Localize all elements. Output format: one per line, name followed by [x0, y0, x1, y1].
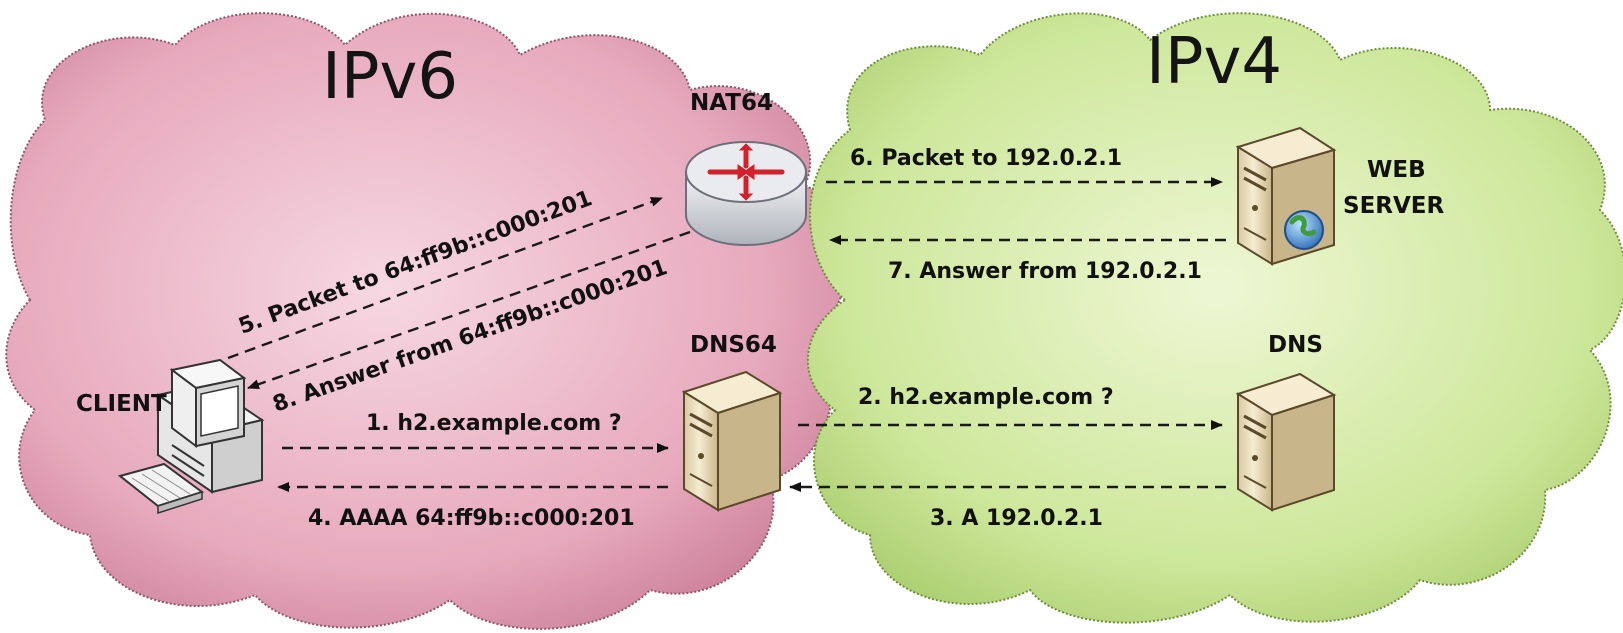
message-4: 4. AAAA 64:ff9b::c000:201: [308, 506, 635, 531]
arrow-5-packet-to-nat64: [227, 196, 663, 360]
ipv4-title: IPv4: [1146, 25, 1282, 99]
nat64-label: NAT64: [690, 90, 773, 116]
client-computer-icon: [117, 358, 265, 515]
message-7: 7. Answer from 192.0.2.1: [888, 259, 1202, 284]
nat64-router-icon: [685, 141, 807, 246]
ipv4-cloud: [806, 12, 1623, 624]
globe-icon: [1284, 210, 1324, 250]
dns64-label: DNS64: [690, 332, 777, 358]
dns64-server-icon: [681, 370, 783, 512]
message-1: 1. h2.example.com ?: [366, 411, 622, 436]
ipv6-title: IPv6: [322, 40, 458, 114]
web-server-label-line2: SERVER: [1343, 193, 1444, 219]
message-6: 6. Packet to 192.0.2.1: [850, 146, 1122, 171]
dns-label: DNS: [1268, 332, 1323, 358]
message-3: 3. A 192.0.2.1: [930, 506, 1103, 531]
web-server-icon: [1235, 126, 1337, 266]
message-2: 2. h2.example.com ?: [858, 385, 1114, 410]
arrow-8-answer-to-client: [247, 230, 691, 390]
web-server-label-line1: WEB: [1367, 157, 1426, 183]
dns-server-icon: [1235, 372, 1337, 512]
client-label: CLIENT: [76, 391, 167, 417]
